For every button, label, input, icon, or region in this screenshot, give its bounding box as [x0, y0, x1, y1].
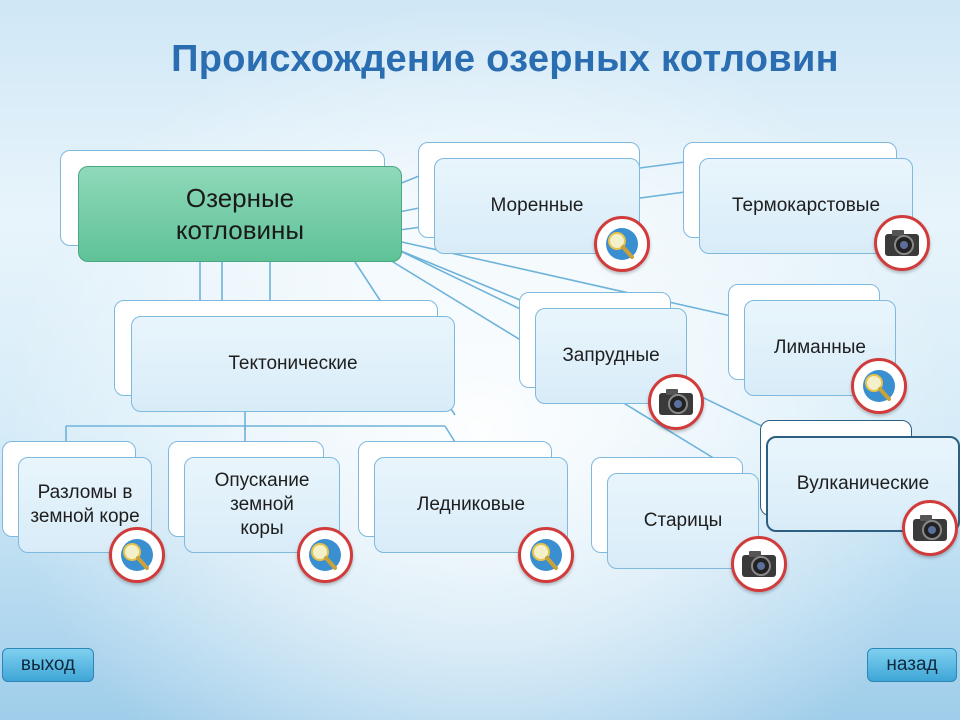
node-lednik-label: Ледниковые: [416, 494, 526, 516]
camera-icon: [913, 515, 947, 541]
badge-staritsy[interactable]: [731, 536, 787, 592]
node-razlomy-label: Разломы в земной коре: [30, 482, 140, 527]
badge-razlomy[interactable]: [109, 527, 165, 583]
camera-icon: [659, 389, 693, 415]
badge-lednik[interactable]: [518, 527, 574, 583]
badge-limannye[interactable]: [851, 358, 907, 414]
badge-vulkan[interactable]: [902, 500, 958, 556]
globe-magnifier-icon: [309, 539, 341, 571]
globe-magnifier-icon: [121, 539, 153, 571]
globe-magnifier-icon: [530, 539, 562, 571]
back-button[interactable]: назад: [867, 648, 957, 682]
node-termokarst-label: Термокарстовые: [731, 195, 881, 217]
page-title: Происхождение озерных котловин: [171, 38, 839, 80]
node-opuskanie-label: Опускание земной коры: [214, 470, 310, 539]
exit-button[interactable]: выход: [2, 648, 94, 682]
badge-opuskanie[interactable]: [297, 527, 353, 583]
camera-icon: [885, 230, 919, 256]
node-vulkan-label: Вулканические: [796, 473, 930, 495]
node-staritsy-label: Старицы: [643, 510, 723, 532]
node-tekton-label: Тектонические: [228, 353, 358, 375]
center-node[interactable]: Озерные котловины: [78, 166, 402, 262]
globe-magnifier-icon: [863, 370, 895, 402]
camera-icon: [742, 551, 776, 577]
node-limannye-label: Лиманные: [774, 337, 866, 359]
badge-morennye[interactable]: [594, 216, 650, 272]
globe-magnifier-icon: [606, 228, 638, 260]
center-node-label: Озерные котловины: [175, 182, 305, 246]
node-morennye-label: Моренные: [490, 195, 584, 217]
badge-termokarst[interactable]: [874, 215, 930, 271]
node-tekton[interactable]: Тектонические: [131, 316, 455, 412]
node-zaprud-label: Запрудные: [562, 345, 660, 367]
badge-zaprud[interactable]: [648, 374, 704, 430]
